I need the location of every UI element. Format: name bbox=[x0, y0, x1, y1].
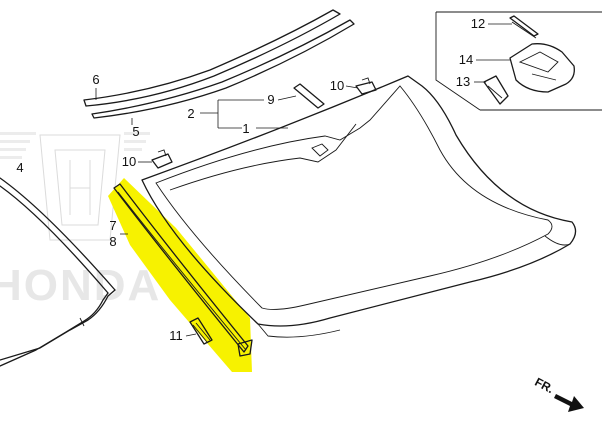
roof-moldings bbox=[83, 9, 355, 119]
windshield-part-1 bbox=[141, 75, 577, 338]
front-direction-arrow-icon bbox=[554, 394, 584, 412]
callout-11: 11 bbox=[169, 328, 183, 343]
callout-9: 9 bbox=[267, 92, 274, 107]
callout-4: 4 bbox=[16, 160, 23, 175]
watermark-text: HONDA bbox=[0, 261, 161, 310]
rear-glass-part-4 bbox=[0, 177, 116, 367]
callout-7: 7 bbox=[109, 218, 116, 233]
molding-part-9 bbox=[293, 83, 325, 109]
front-direction-marker: FR. bbox=[532, 375, 584, 412]
callout-12: 12 bbox=[471, 16, 485, 31]
callout-2: 2 bbox=[187, 106, 194, 121]
side-molding-part-7-8 bbox=[113, 183, 253, 357]
front-direction-label: FR. bbox=[532, 375, 556, 396]
callout-10-upper: 10 bbox=[330, 78, 344, 93]
callout-8: 8 bbox=[109, 234, 116, 249]
leader-lines bbox=[95, 23, 512, 337]
callout-13: 13 bbox=[456, 74, 470, 89]
clip-part-10-lower bbox=[151, 149, 173, 169]
fastener-part-11 bbox=[189, 317, 213, 345]
inset-detail-box bbox=[435, 11, 602, 111]
callout-6: 6 bbox=[92, 72, 99, 87]
callout-10-lower: 10 bbox=[122, 154, 136, 169]
callout-1: 1 bbox=[242, 121, 249, 136]
callout-5: 5 bbox=[132, 124, 139, 139]
clip-part-10-upper bbox=[355, 77, 377, 95]
callout-14: 14 bbox=[459, 52, 473, 67]
